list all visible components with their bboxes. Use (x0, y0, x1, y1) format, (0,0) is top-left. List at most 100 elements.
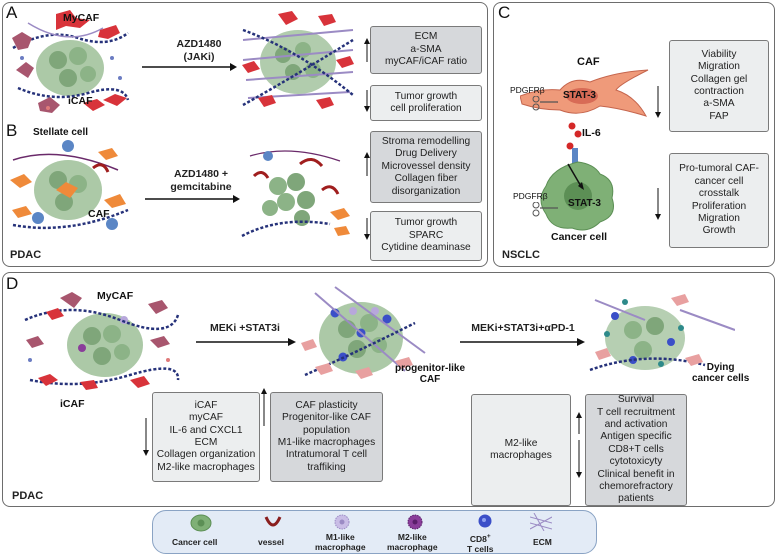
panel-b-down-line3: Cytidine deaminase (381, 242, 471, 254)
legend-m1-line2: macrophage (315, 542, 366, 552)
panel-d-arrow1 (196, 337, 296, 347)
panel-c-box1: Viability Migration Collagen gel contrac… (669, 40, 769, 132)
panel-d-box3-line2: macrophages (490, 450, 552, 461)
panel-d-progenitor-line2: CAF (419, 374, 441, 385)
panel-d-dying-illustration (585, 290, 735, 380)
panel-d-dying-label: Dying cancer cells (692, 362, 749, 384)
panel-d-dying-line2: cancer cells (692, 373, 750, 384)
legend-cd8-superscript: + (486, 533, 491, 540)
panel-b-treated-illustration (240, 146, 355, 246)
panel-b-down-line2: SPARC (408, 229, 444, 241)
panel-d-tumor-illustration (20, 290, 180, 395)
panel-b-up-line2: Drug Delivery (395, 148, 457, 160)
panel-a-up-line3: myCAF/iCAF ratio (384, 56, 468, 68)
panel-b-letter: B (6, 121, 18, 140)
panel-d-box2-line1: CAF plasticity (295, 399, 358, 411)
panel-d-box4: Survival T cell recruitment and activati… (585, 394, 687, 506)
panel-d-down-arrow-2 (575, 440, 583, 478)
panel-d-progenitor-label: progenitor-like CAF (395, 363, 465, 385)
panel-c-box2-line6: Growth (702, 225, 736, 237)
legend-m2-line1: M2-like (397, 532, 427, 542)
panel-d-box2-line3: population (302, 424, 351, 436)
panel-d-box3: M2-like macrophages (471, 394, 571, 506)
panel-c-box2-line2: cancer cell (694, 175, 744, 187)
panel-a-up-arrow (363, 38, 371, 62)
panel-b-caf-label: CAF (88, 208, 110, 220)
panel-b-treatment-line1: AZD1480 + (174, 168, 228, 180)
panel-d-treated-illustration (295, 283, 435, 388)
legend-ecm-label: ECM (533, 537, 552, 547)
panel-a-down-arrow (363, 90, 371, 112)
panel-b-stellate-label: Stellate cell (33, 127, 89, 138)
panel-c-box1-line1: Viability (701, 48, 737, 60)
panel-b-up-box: Stroma remodelling Drug Delivery Microve… (370, 131, 482, 203)
panel-d-box4-line2: T cell recruitment (597, 406, 675, 418)
panel-b-treatment-line2: gemcitabine (170, 181, 232, 193)
panel-a-treated-illustration (238, 10, 358, 115)
panel-c-receptor-top-icon (528, 96, 558, 112)
panel-c-box1-line4: contraction (694, 86, 744, 97)
legend-m2-label: M2-like macrophage (387, 532, 438, 552)
panel-d-icaf-label: iCAF (60, 398, 85, 410)
panel-a-up-box: ECM a-SMA myCAF/iCAF ratio (370, 26, 482, 74)
panel-d-box1-line5: Collagen organization (156, 449, 256, 461)
panel-d-treatment2: MEKi+STAT3i+αPD-1 (471, 322, 575, 334)
panel-c-il6-label: IL-6 (582, 127, 601, 139)
legend-m1-icon (333, 513, 351, 531)
panel-c-il6-icon (566, 122, 582, 164)
legend-cancer-cell-label: Cancer cell (172, 537, 218, 547)
legend-vessel-label: vessel (258, 537, 284, 547)
panel-b-arrow (145, 194, 240, 204)
panel-b-up-line3: Microvessel density (381, 160, 471, 172)
panel-d-treatment1: MEKi +STAT3i (210, 322, 280, 334)
panel-a-arrow (142, 62, 237, 72)
panel-c-receptor-bottom-icon (528, 202, 558, 218)
legend-cd8-label: CD8+ T cells (467, 532, 493, 554)
panel-d-box4-line5: CD8+T cells (608, 443, 664, 455)
panel-a-down-line2: cell proliferation (390, 103, 462, 114)
panel-a-icaf-label: iCAF (68, 95, 93, 107)
panel-d-dying-line1: Dying (706, 362, 735, 373)
panel-d-box4-line3: and activation (604, 418, 668, 430)
panel-c-box2-line3: crosstalk (698, 188, 740, 200)
legend-cd8-text: CD8 (469, 533, 487, 544)
panel-a-down-line1: Tumor growth (394, 90, 458, 102)
panel-a-treatment-line2: (JAKi) (183, 51, 215, 63)
panel-c-box1-line2: Migration (698, 61, 740, 73)
legend-cd8-icon (477, 513, 493, 529)
legend-ecm-icon (530, 513, 552, 531)
panel-c-letter: C (498, 3, 511, 22)
panel-c-stat3-top: STAT-3 (563, 90, 596, 101)
panel-d-up-arrow-1 (260, 388, 268, 426)
panel-d-box4-line1: Survival (617, 394, 655, 406)
panel-a-up-line1: ECM (414, 31, 438, 43)
panel-b-up-arrow (363, 152, 371, 176)
panel-b-down-arrow (363, 218, 371, 240)
panel-c-box1-line5: a-SMA (703, 98, 735, 110)
panel-a-up-line2: a-SMA (410, 43, 442, 55)
panel-a-treatment: AZD1480 (JAKi) (162, 38, 236, 64)
legend-m2-line2: macrophage (387, 542, 438, 552)
panel-d-box4-line4: Antigen specific (600, 431, 672, 443)
panel-d-box2-line6: traffiking (307, 461, 346, 473)
panel-d-letter: D (6, 274, 19, 293)
panel-b-tumor-type: PDAC (10, 249, 42, 261)
panel-d-mycaf-label: MyCAF (97, 290, 134, 302)
legend-m1-label: M1-like macrophage (315, 532, 366, 552)
panel-d-box2-line2: Progenitor-like CAF (282, 412, 371, 424)
panel-d-progenitor-line1: progenitor-like (395, 363, 466, 374)
panel-c-caf-cell (520, 66, 650, 126)
panel-a-mycaf-label: MyCAF (63, 12, 100, 24)
panel-b-up-line5: disorganization (391, 185, 461, 197)
panel-b-up-line1: Stroma remodelling (381, 135, 471, 147)
panel-d-box1-line6: M2-like macrophages (157, 461, 255, 473)
panel-c-box2-line4: Proliferation (691, 200, 747, 212)
panel-b-down-line1: Tumor growth (394, 217, 458, 229)
panel-a-treatment-line1: AZD1480 (176, 38, 222, 50)
panel-c-box1-line3: Collagen gel (690, 73, 748, 85)
panel-c-tumor-type: NSCLC (502, 249, 540, 261)
panel-d-box4-line6: cytotoxicyty (609, 456, 663, 468)
panel-c-down-arrow-1 (654, 86, 662, 118)
legend-m1-line1: M1-like (325, 532, 355, 542)
panel-c-cancer-cell-label: Cancer cell (551, 231, 608, 243)
